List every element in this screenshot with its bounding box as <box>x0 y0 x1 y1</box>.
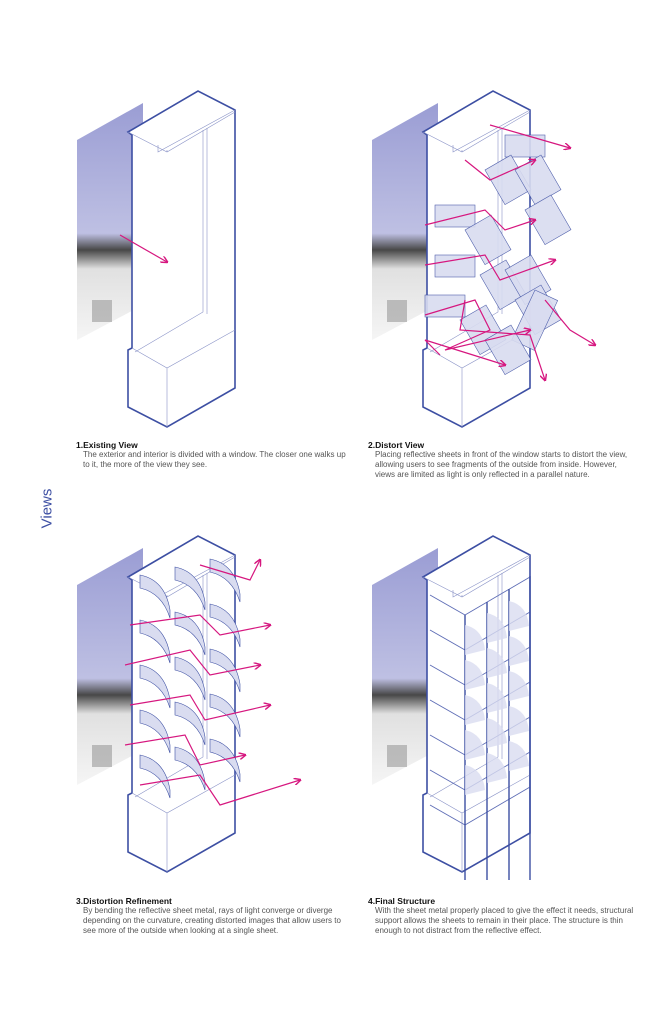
curved-reflective-sheet <box>174 746 206 791</box>
curved-reflective-sheet <box>209 603 241 648</box>
light-ray-arrow <box>459 299 545 380</box>
caption-2: 2.Distort View Placing reflective sheets… <box>368 440 638 480</box>
caption-text: By bending the reflective sheet metal, r… <box>83 906 341 935</box>
caption-4: 4.Final Structure With the sheet metal p… <box>368 896 638 936</box>
curved-reflective-sheet <box>139 754 171 799</box>
window-frame-lines <box>131 573 236 872</box>
caption-title: 2.Distort View <box>368 440 425 450</box>
exterior-view-shadow <box>387 745 407 767</box>
caption-3: 3.Distortion Refinement By bending the r… <box>76 896 346 936</box>
curved-reflective-sheet <box>174 656 206 701</box>
curved-reflective-sheet <box>139 619 171 664</box>
exterior-view-image <box>77 103 143 340</box>
exterior-view-shadow <box>92 300 112 322</box>
reflective-sheet <box>524 194 572 246</box>
top-slab-lines <box>422 554 531 598</box>
top-slab-lines <box>422 109 531 153</box>
exterior-view-shadow <box>387 300 407 322</box>
exterior-view-image <box>372 103 438 340</box>
reflective-sheet <box>434 204 476 228</box>
curved-reflective-sheet <box>465 730 485 760</box>
light-ray-arrow <box>544 299 595 345</box>
curved-reflective-sheet <box>487 753 507 783</box>
exterior-view-shadow <box>92 745 112 767</box>
curved-reflective-sheet <box>465 625 485 655</box>
light-ray-arrow <box>139 774 300 806</box>
caption-text: The exterior and interior is divided wit… <box>83 450 346 469</box>
curved-reflective-sheet <box>487 613 507 643</box>
curved-reflective-sheet <box>509 741 529 771</box>
curved-reflective-sheet <box>487 718 507 748</box>
diagram-distort-view <box>372 90 605 428</box>
light-ray-arrow <box>119 234 167 262</box>
reflective-sheet <box>504 134 546 158</box>
caption-title: 1.Existing View <box>76 440 138 450</box>
light-ray-arrow <box>424 299 530 351</box>
curved-reflective-sheet <box>174 701 206 746</box>
light-ray-arrow <box>424 209 535 231</box>
light-ray-arrow <box>124 734 245 766</box>
caption-title: 3.Distortion Refinement <box>76 896 172 906</box>
curved-reflective-sheet <box>509 601 529 631</box>
caption-title: 4.Final Structure <box>368 896 436 906</box>
light-ray-arrow <box>199 560 260 581</box>
light-ray-arrow <box>464 160 535 181</box>
caption-text: Placing reflective sheets in front of th… <box>375 450 628 479</box>
diagram-final-structure <box>372 535 531 880</box>
light-ray-arrow <box>489 124 570 148</box>
light-ray-arrow <box>124 649 260 676</box>
exterior-view-image <box>77 548 143 785</box>
curved-reflective-sheet <box>174 566 206 611</box>
curved-reflective-sheet <box>465 765 485 795</box>
curved-reflective-sheet <box>209 648 241 693</box>
window-frame-lines <box>131 128 236 427</box>
reflective-sheet <box>511 289 559 351</box>
diagram-distortion-refinement <box>77 535 310 873</box>
reflective-sheet <box>434 254 476 278</box>
diagram-existing-view <box>77 90 236 428</box>
curved-reflective-sheet <box>487 683 507 713</box>
curved-reflective-sheet <box>509 671 529 701</box>
light-ray-arrow <box>129 694 270 721</box>
curved-reflective-sheet <box>465 695 485 725</box>
curved-reflective-sheet <box>509 636 529 666</box>
curved-reflective-sheet <box>139 709 171 754</box>
curved-reflective-sheet <box>139 664 171 709</box>
curved-reflective-sheet <box>174 611 206 656</box>
window-frame-lines <box>426 128 531 427</box>
curved-reflective-sheet <box>209 693 241 738</box>
section-label-views: Views <box>38 488 56 529</box>
exterior-view-image <box>372 548 438 785</box>
caption-1: 1.Existing View The exterior and interio… <box>76 440 346 470</box>
curved-reflective-sheet <box>487 648 507 678</box>
light-ray-arrow <box>129 614 270 636</box>
caption-text: With the sheet metal properly placed to … <box>375 906 634 935</box>
curved-reflective-sheet <box>139 574 171 619</box>
curved-reflective-sheet <box>465 660 485 690</box>
curved-reflective-sheet <box>509 706 529 736</box>
light-ray-arrow <box>424 339 505 365</box>
light-ray-arrow <box>424 254 555 281</box>
top-slab-lines <box>127 109 236 153</box>
reflective-sheet <box>464 214 512 266</box>
curved-reflective-sheet <box>209 738 241 783</box>
wall-outline <box>126 90 236 428</box>
